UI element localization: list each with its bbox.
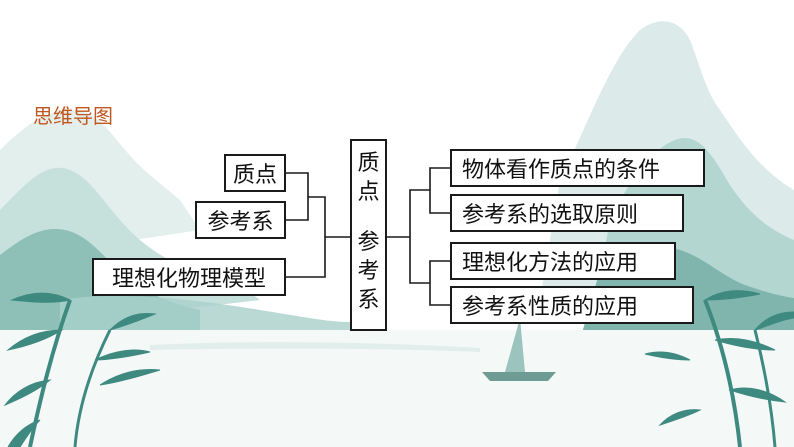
left-node-label: 理想化物理模型	[111, 267, 266, 292]
bamboo-right	[644, 290, 794, 447]
bamboo-left	[3, 292, 161, 447]
right-node-label: 理想化方法的应用	[462, 251, 639, 276]
page-title: 思维导图	[33, 104, 113, 128]
center-char: 质	[357, 151, 380, 176]
center-char: 系	[357, 288, 380, 313]
boat	[482, 372, 556, 381]
left-node-label: 质点	[232, 163, 277, 188]
right-node-idealization: 理想化方法的应用	[450, 242, 676, 280]
left-node-label: 参考系	[207, 210, 274, 235]
left-node-reference-frame: 参考系	[195, 201, 286, 239]
right-node-frame-properties: 参考系性质的应用	[450, 286, 694, 324]
left-node-particle: 质点	[224, 154, 286, 192]
right-node-label: 参考系的选取原则	[462, 203, 639, 228]
right-node-label: 参考系性质的应用	[462, 295, 639, 320]
right-node-particle-conditions: 物体看作质点的条件	[450, 149, 705, 187]
left-node-ideal-model: 理想化物理模型	[92, 258, 286, 296]
center-node: 质 点 参 考 系	[350, 139, 387, 331]
right-node-label: 物体看作质点的条件	[462, 158, 661, 183]
boat-sail	[505, 318, 525, 372]
water-reflection	[150, 342, 480, 352]
center-char: 考	[357, 259, 380, 284]
near-hill-bottom	[60, 295, 350, 335]
center-char: 参	[357, 230, 380, 255]
center-char: 点	[357, 180, 380, 205]
right-node-frame-selection: 参考系的选取原则	[450, 194, 684, 232]
